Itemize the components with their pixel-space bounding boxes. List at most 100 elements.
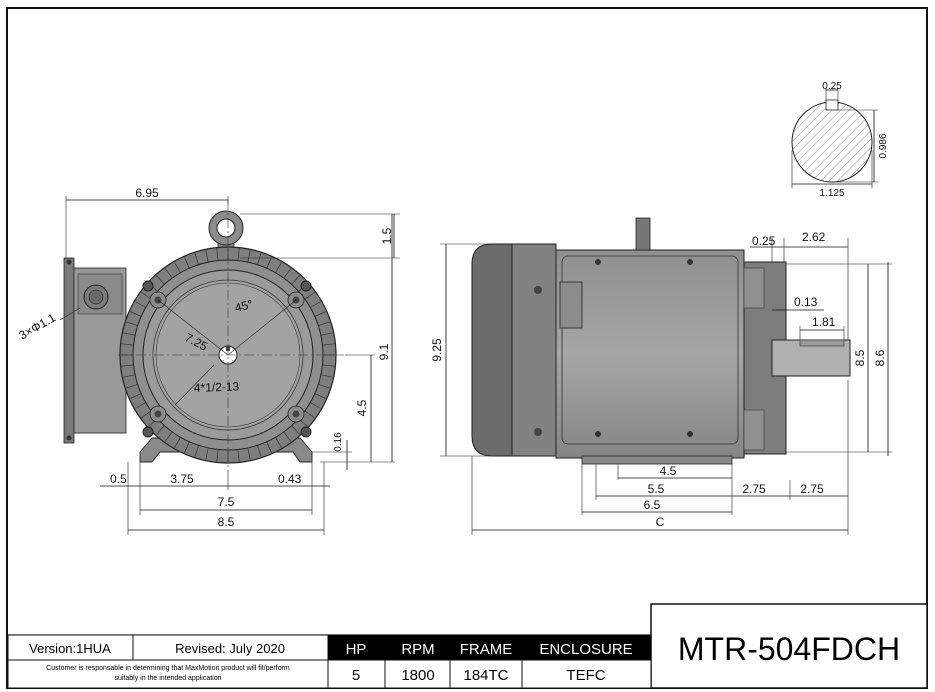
dim-key-offset: 0.13 <box>794 295 818 309</box>
dim-base-width: 8.5 <box>218 515 235 529</box>
shaft-section <box>791 101 873 183</box>
cooling-fin <box>174 437 181 448</box>
dim-flange-thk: 0.25 <box>752 234 776 248</box>
spec-header-row <box>328 635 651 660</box>
disclaimer-line2: suitably in the intended application <box>114 675 221 682</box>
cooling-fin <box>121 343 134 346</box>
cooling-fin <box>126 384 138 389</box>
dim-conduit: 3×Φ1.1 <box>17 310 59 342</box>
dim-shaft-diameter: 1.125 <box>819 188 844 199</box>
cooling-fin <box>156 275 165 285</box>
cooling-fin <box>304 410 315 419</box>
value-rpm: 1800 <box>401 667 434 684</box>
dim-foot-overall: 6.5 <box>644 498 661 512</box>
cooling-fin <box>322 343 335 346</box>
dim-flange-inner: 8.5 <box>853 349 867 366</box>
cooling-fin <box>320 332 333 336</box>
cooling-fins <box>121 248 335 462</box>
dim-foot-span2: 5.5 <box>648 482 665 496</box>
cooling-fin <box>174 262 181 273</box>
dim-shaft-height: 4.5 <box>355 399 369 416</box>
dim-angle: 45° <box>233 297 254 315</box>
cooling-fin <box>126 321 138 326</box>
side-dimensions: 9.25 0.25 2.62 0.13 1.81 8.5 8.6 4.5 <box>430 230 892 535</box>
cooling-fin <box>123 332 136 336</box>
cooling-fin <box>318 321 330 326</box>
disclaimer-line1: Customer is responsable in determining t… <box>46 665 290 672</box>
title-block: MTR-504FDCH Version:1HUA Revised: July 2… <box>7 603 928 689</box>
dim-bolt-holes: 4*1/2-13 <box>194 379 240 395</box>
header-rpm: RPM <box>401 641 434 658</box>
cooling-fin <box>266 257 272 269</box>
cooling-fin <box>320 374 333 378</box>
cooling-fin <box>130 311 142 317</box>
cooling-fin <box>318 384 330 389</box>
cooling-fin <box>314 393 326 399</box>
eyebolt-side-icon <box>635 217 651 251</box>
dim-key-length: 1.81 <box>812 315 836 329</box>
cooling-fin <box>237 449 240 462</box>
dim-foot-span: 4.5 <box>660 464 677 478</box>
dim-side-height: 9.25 <box>430 338 444 362</box>
side-foot <box>581 455 733 465</box>
motor-housing <box>555 249 745 459</box>
cooling-fin <box>164 268 173 279</box>
cooling-fin <box>275 262 282 273</box>
header-frame: FRAME <box>460 641 513 658</box>
value-enclosure: TEFC <box>566 667 605 684</box>
dim-key-width: 0.25 <box>822 81 842 92</box>
dim-left-offset: 0.5 <box>110 472 127 486</box>
cooling-fin <box>205 250 209 263</box>
cooling-fin <box>266 441 272 453</box>
dim-foot-thickness: 0.16 <box>333 432 344 452</box>
header-enclosure: ENCLOSURE <box>539 641 632 658</box>
shaft-detail: 0.25 0.986 1.125 <box>791 81 889 199</box>
dim-flange-outer: 8.6 <box>873 349 887 366</box>
model-number: MTR-504FDCH <box>678 631 900 667</box>
cooling-fin <box>257 253 262 265</box>
cooling-fin <box>257 445 262 457</box>
cooling-fin <box>156 425 165 435</box>
dim-shaft-height-detail: 0.986 <box>878 133 889 158</box>
revised-text: Revised: July 2020 <box>175 641 285 656</box>
cooling-fin <box>322 364 335 367</box>
dim-mount-width: 7.5 <box>218 495 235 509</box>
cooling-fin <box>216 449 219 462</box>
cooling-fin <box>291 275 300 285</box>
cooling-fin <box>237 248 240 261</box>
dim-end-b: 2.75 <box>800 482 824 496</box>
cooling-fin <box>184 441 190 453</box>
cooling-fin <box>141 291 152 300</box>
dim-eyebolt: 1.5 <box>380 227 394 244</box>
cooling-fin <box>121 364 134 367</box>
fan-cover <box>471 243 513 457</box>
model-box <box>650 603 928 689</box>
cooling-fin <box>247 447 251 460</box>
cooling-fin <box>123 374 136 378</box>
dim-right-offset: 0.43 <box>278 472 302 486</box>
cooling-fin <box>164 431 173 442</box>
cooling-fin <box>310 402 321 409</box>
front-dimensions: 6.95 1.5 9.1 4.5 0.16 3×Φ1.1 7.25 45° 4*… <box>17 186 400 535</box>
cooling-fin <box>314 311 326 317</box>
dim-height-total: 9.1 <box>377 343 391 360</box>
cooling-fin <box>184 257 190 269</box>
cooling-fin <box>283 431 292 442</box>
dim-half-span: 3.75 <box>170 472 194 486</box>
dim-width-top: 6.95 <box>135 186 159 200</box>
body-ribs <box>511 243 557 457</box>
cooling-fin <box>304 291 315 300</box>
cooling-fin <box>283 268 292 279</box>
side-view <box>471 217 851 465</box>
cooling-fin <box>135 301 146 308</box>
cooling-fin <box>194 445 199 457</box>
cooling-fin <box>275 437 282 448</box>
cooling-fin <box>247 250 251 263</box>
conduit-plate <box>63 257 75 444</box>
dim-c: C <box>656 515 665 529</box>
cooling-fin <box>205 447 209 460</box>
cooling-fin <box>291 425 300 435</box>
cooling-fin <box>141 410 152 419</box>
dim-end-a: 2.75 <box>742 482 766 496</box>
